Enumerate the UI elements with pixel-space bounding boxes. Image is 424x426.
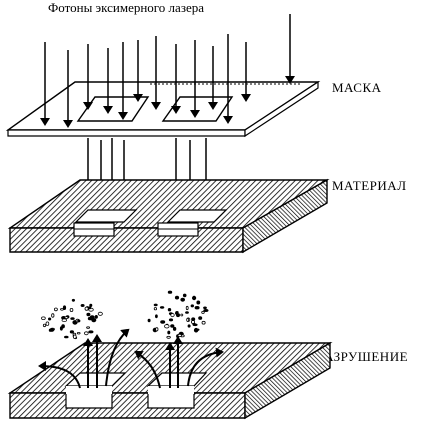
debris-particle xyxy=(62,305,67,311)
debris-particle xyxy=(167,330,171,335)
debris-particle xyxy=(187,324,191,328)
debris-particle xyxy=(194,306,200,310)
debris-particle xyxy=(51,313,55,318)
debris-particle xyxy=(69,307,74,312)
debris-particle xyxy=(84,331,89,336)
debris-particle xyxy=(147,318,151,323)
debris-particle xyxy=(91,317,97,323)
debris-particle xyxy=(76,332,81,335)
debris-particle xyxy=(86,312,91,317)
debris-particle xyxy=(164,324,170,329)
diagram-title: Фотоны эксимерного лазера xyxy=(48,0,204,15)
debris-particle xyxy=(159,306,165,309)
debris-particle xyxy=(94,314,98,319)
debris-particle xyxy=(192,323,198,327)
debris-particle xyxy=(70,317,75,320)
debris-particle xyxy=(84,306,89,311)
debris-particle xyxy=(203,308,209,312)
debris-particle xyxy=(64,335,69,339)
mask-plate xyxy=(5,80,321,138)
debris-particle xyxy=(177,333,182,337)
debris-particle xyxy=(41,316,46,320)
debris-particle xyxy=(167,308,172,312)
debris-particle xyxy=(168,318,174,322)
debris-particle xyxy=(154,314,158,319)
debris-particle xyxy=(198,316,203,320)
debris-particle xyxy=(170,324,175,328)
debris-particle xyxy=(60,307,64,311)
destruction-label: РАЗРУШЕНИЕ xyxy=(318,349,409,364)
debris-particle xyxy=(172,326,177,331)
debris-particle xyxy=(203,306,207,310)
debris-particle xyxy=(48,328,53,332)
debris-particle xyxy=(80,303,85,307)
debris-particle xyxy=(153,307,157,311)
debris-particle xyxy=(182,293,187,298)
debris-particle xyxy=(89,303,93,307)
debris-particle xyxy=(42,323,47,328)
debris-particle xyxy=(153,303,158,307)
debris-particle xyxy=(88,330,94,334)
debris-particle xyxy=(185,311,189,314)
debris-particle xyxy=(155,327,159,332)
debris-particle xyxy=(64,316,69,320)
debris-particle xyxy=(186,317,190,322)
debris-clouds xyxy=(41,290,209,340)
debris-particle xyxy=(160,320,166,324)
debris-particle xyxy=(170,313,175,318)
debris-particle xyxy=(180,297,186,302)
debris-particle xyxy=(45,321,50,326)
debris-particle xyxy=(192,295,197,301)
mask-opening-left xyxy=(76,96,150,122)
mask-label: МАСКА xyxy=(332,80,382,95)
debris-particle xyxy=(191,317,196,322)
debris-particle xyxy=(71,298,76,302)
debris-particle xyxy=(201,320,206,325)
debris-particle xyxy=(180,313,184,317)
debris-particle xyxy=(201,310,205,314)
material-block xyxy=(7,178,330,254)
debris-particle xyxy=(69,330,75,334)
debris-particle xyxy=(61,318,68,323)
debris-particle xyxy=(77,319,81,323)
photon-arrows-top xyxy=(40,14,300,128)
material-label: МАТЕРИАЛ xyxy=(332,178,407,193)
debris-particle xyxy=(61,324,65,329)
debris-particle xyxy=(88,306,92,310)
debris-particle xyxy=(174,311,178,315)
debris-particle xyxy=(73,334,77,339)
ejection-arrows xyxy=(38,328,224,389)
debris-particle xyxy=(190,304,194,308)
debris-particle xyxy=(185,305,189,311)
debris-particle xyxy=(86,326,90,329)
debris-particle xyxy=(47,317,52,321)
debris-particle xyxy=(167,290,173,294)
debris-particle xyxy=(166,335,171,339)
debris-particle xyxy=(97,311,103,316)
ablated-block xyxy=(7,341,333,420)
debris-particle xyxy=(174,295,180,300)
debris-particle xyxy=(54,307,58,312)
debris-particle xyxy=(193,327,199,333)
debris-particle xyxy=(196,300,201,305)
